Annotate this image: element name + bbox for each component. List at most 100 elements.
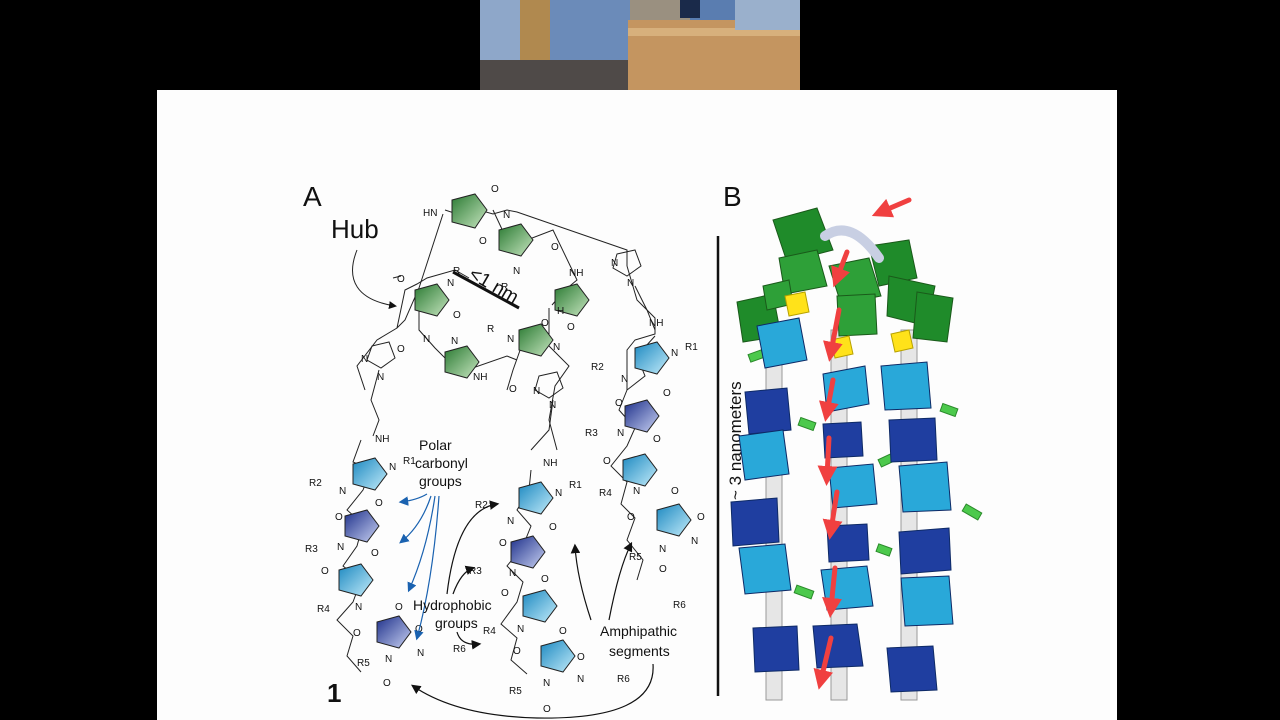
r-group-label: R2 [309,478,322,489]
red-arrow [823,307,843,362]
hydrophobic-arrow [446,500,500,595]
r-group-label: R5 [357,658,370,669]
ring-light [352,457,388,491]
atom-o: O [603,456,611,467]
atom-r: R [501,282,508,293]
hub-ring-6 [518,323,554,357]
atom-o: O [541,574,549,585]
atom-o: O [383,678,391,689]
amphipathic-arrow [411,663,654,719]
atom-n: N [423,334,430,345]
hydrophobic-label-line2: groups [435,615,478,631]
scale-label: ~ 3 nanometers [726,381,745,500]
atom-n: N [627,278,634,289]
ring-light [338,563,374,597]
atom-n: N [553,342,560,353]
annotations: Polar carbonyl groups Hydrophobic groups… [327,437,677,719]
atom-o: O [659,564,667,575]
r-group-label: R4 [483,626,496,637]
atom-o: O [551,242,559,253]
r-group-label: R3 [469,566,482,577]
linker-middle [530,399,554,451]
atom-nh: NH [375,434,389,445]
atom-o: O [513,646,521,657]
atom-o: O [335,512,343,523]
atom-nh: NH [473,372,487,383]
triazole-3 [534,371,564,399]
red-arrow [822,565,842,618]
atom-n: N [611,258,618,269]
red-arrows [813,197,912,690]
atom-n: N [447,278,454,289]
atom-hn: HN [423,208,437,219]
atom-n: N [385,654,392,665]
atom-n: N [389,462,396,473]
atom-o: O [491,184,499,195]
atom-n: N [671,348,678,359]
atom-o: O [353,628,361,639]
hub-ring-1 [451,193,488,229]
r-group-label: R3 [305,544,318,555]
polar-label-line2: carbonyl [415,455,468,471]
amphipathic-label-line2: segments [609,643,670,659]
amphipathic-arrow [570,543,592,621]
atom-n: N [337,542,344,553]
atom-o: O [559,626,567,637]
polar-arrow [407,495,436,593]
red-arrow [871,197,912,218]
atom-o: O [499,538,507,549]
atom-n: N [633,486,640,497]
ring-dark [344,509,380,543]
red-arrow [817,435,838,486]
atom-o: O [375,498,383,509]
panel-a: A Hub [303,181,705,719]
r-group-label: R3 [585,428,598,439]
panel-b-letter: B [723,181,742,212]
atom-n: N [355,602,362,613]
atom-o: O [671,486,679,497]
atom-o: O [653,434,661,445]
atom-o: O [509,384,517,395]
atom-r: R [453,266,460,277]
atom-o: O [663,388,671,399]
distance-bar [452,270,520,310]
red-arrow [831,249,850,288]
ring-light [622,453,658,487]
hub-rings [414,193,590,379]
r-group-label: R6 [453,644,466,655]
atom-n: N [513,266,520,277]
atom-o: O [541,318,549,329]
atom-n: N [659,544,666,555]
triazole-1 [366,341,396,369]
polar-label-line1: Polar [419,437,452,453]
camera-scene [480,0,800,90]
atom-n: N [577,674,584,685]
atom-o: O [453,310,461,321]
ring-dark [376,615,412,649]
ring-light [540,639,576,673]
camera-feed [480,0,800,90]
red-arrow [819,377,839,422]
red-arrow [822,489,843,540]
atom-h: H [557,306,564,317]
atom-n: N [377,372,384,383]
r-group-label: R1 [685,342,698,353]
ring-light [634,341,670,375]
atom-n: N [543,678,550,689]
hydrophobic-arrow [452,565,476,595]
r-group-label: R6 [617,674,630,685]
hub-ring-4 [554,283,590,317]
atom-r: R [487,324,494,335]
atom-n: N [339,486,346,497]
red-arrow [813,635,834,690]
polar-arrow [414,495,440,641]
atom-o: O [397,274,405,285]
atom-n: N [621,374,628,385]
right-chain: N R1 R2 N O O R3 N O O R4 N O O R5 N N R… [585,335,705,611]
ring-light [518,481,554,515]
atom-n: N [361,354,368,365]
atom-o: O [395,602,403,613]
hub-ring-3 [414,283,450,317]
atom-n: N [691,536,698,547]
slide-canvas: A Hub [303,181,983,719]
